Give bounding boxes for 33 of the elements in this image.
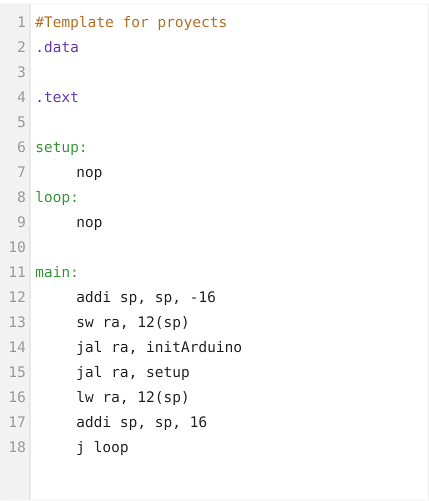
code-line: addi sp, sp, -16 [77,290,215,306]
line-number: 4 [18,91,26,102]
line-number: 12 [10,291,25,302]
line-number: 8 [18,191,25,202]
line-number: 14 [10,341,26,352]
line-number: 15 [10,366,25,378]
code-line: nop [78,168,102,180]
line-number: 3 [18,66,25,78]
line-number: 5 [18,116,25,128]
line-number: 18 [10,441,25,452]
code-label: loop: [36,190,76,206]
line-number: 11 [10,266,25,277]
line-number: 6 [18,141,25,152]
code-line: nop [78,218,102,230]
code-comment: #Template for proyects [35,16,226,30]
code-label: main: [36,266,76,278]
line-number: 17 [10,416,25,427]
line-number: 10 [10,241,25,252]
line-number: 13 [10,316,25,328]
code-line: addi sp, sp, 16 [77,416,206,430]
line-number: 1 [18,16,25,27]
line-number: 16 [10,391,25,402]
code-line: lw ra, 12(sp) [77,390,187,406]
line-number: 7 [18,166,25,177]
line-number: 9 [18,216,25,228]
code-directive: .data [38,40,78,52]
code-line: j loop [78,440,128,456]
code-label: setup: [36,142,84,156]
line-number: 2 [18,41,25,52]
code-directive: .text [38,92,78,102]
code-line: sw ra, 12(sp) [78,316,187,330]
code-line: jal ra, initArduino [78,340,242,356]
code-line: jal ra, setup [78,366,189,380]
